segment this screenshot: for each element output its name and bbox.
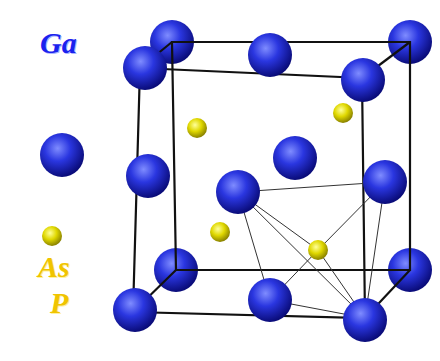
as-legend-sphere bbox=[42, 226, 62, 246]
front-atoms bbox=[113, 33, 407, 342]
ga-legend-sphere bbox=[40, 133, 84, 177]
as-atoms bbox=[187, 103, 353, 260]
back-atoms bbox=[150, 20, 432, 292]
legend-label: As bbox=[38, 252, 70, 282]
legend-label: P bbox=[50, 288, 68, 318]
legend-label: Ga bbox=[40, 28, 77, 58]
unit-cell-edges bbox=[133, 42, 410, 318]
